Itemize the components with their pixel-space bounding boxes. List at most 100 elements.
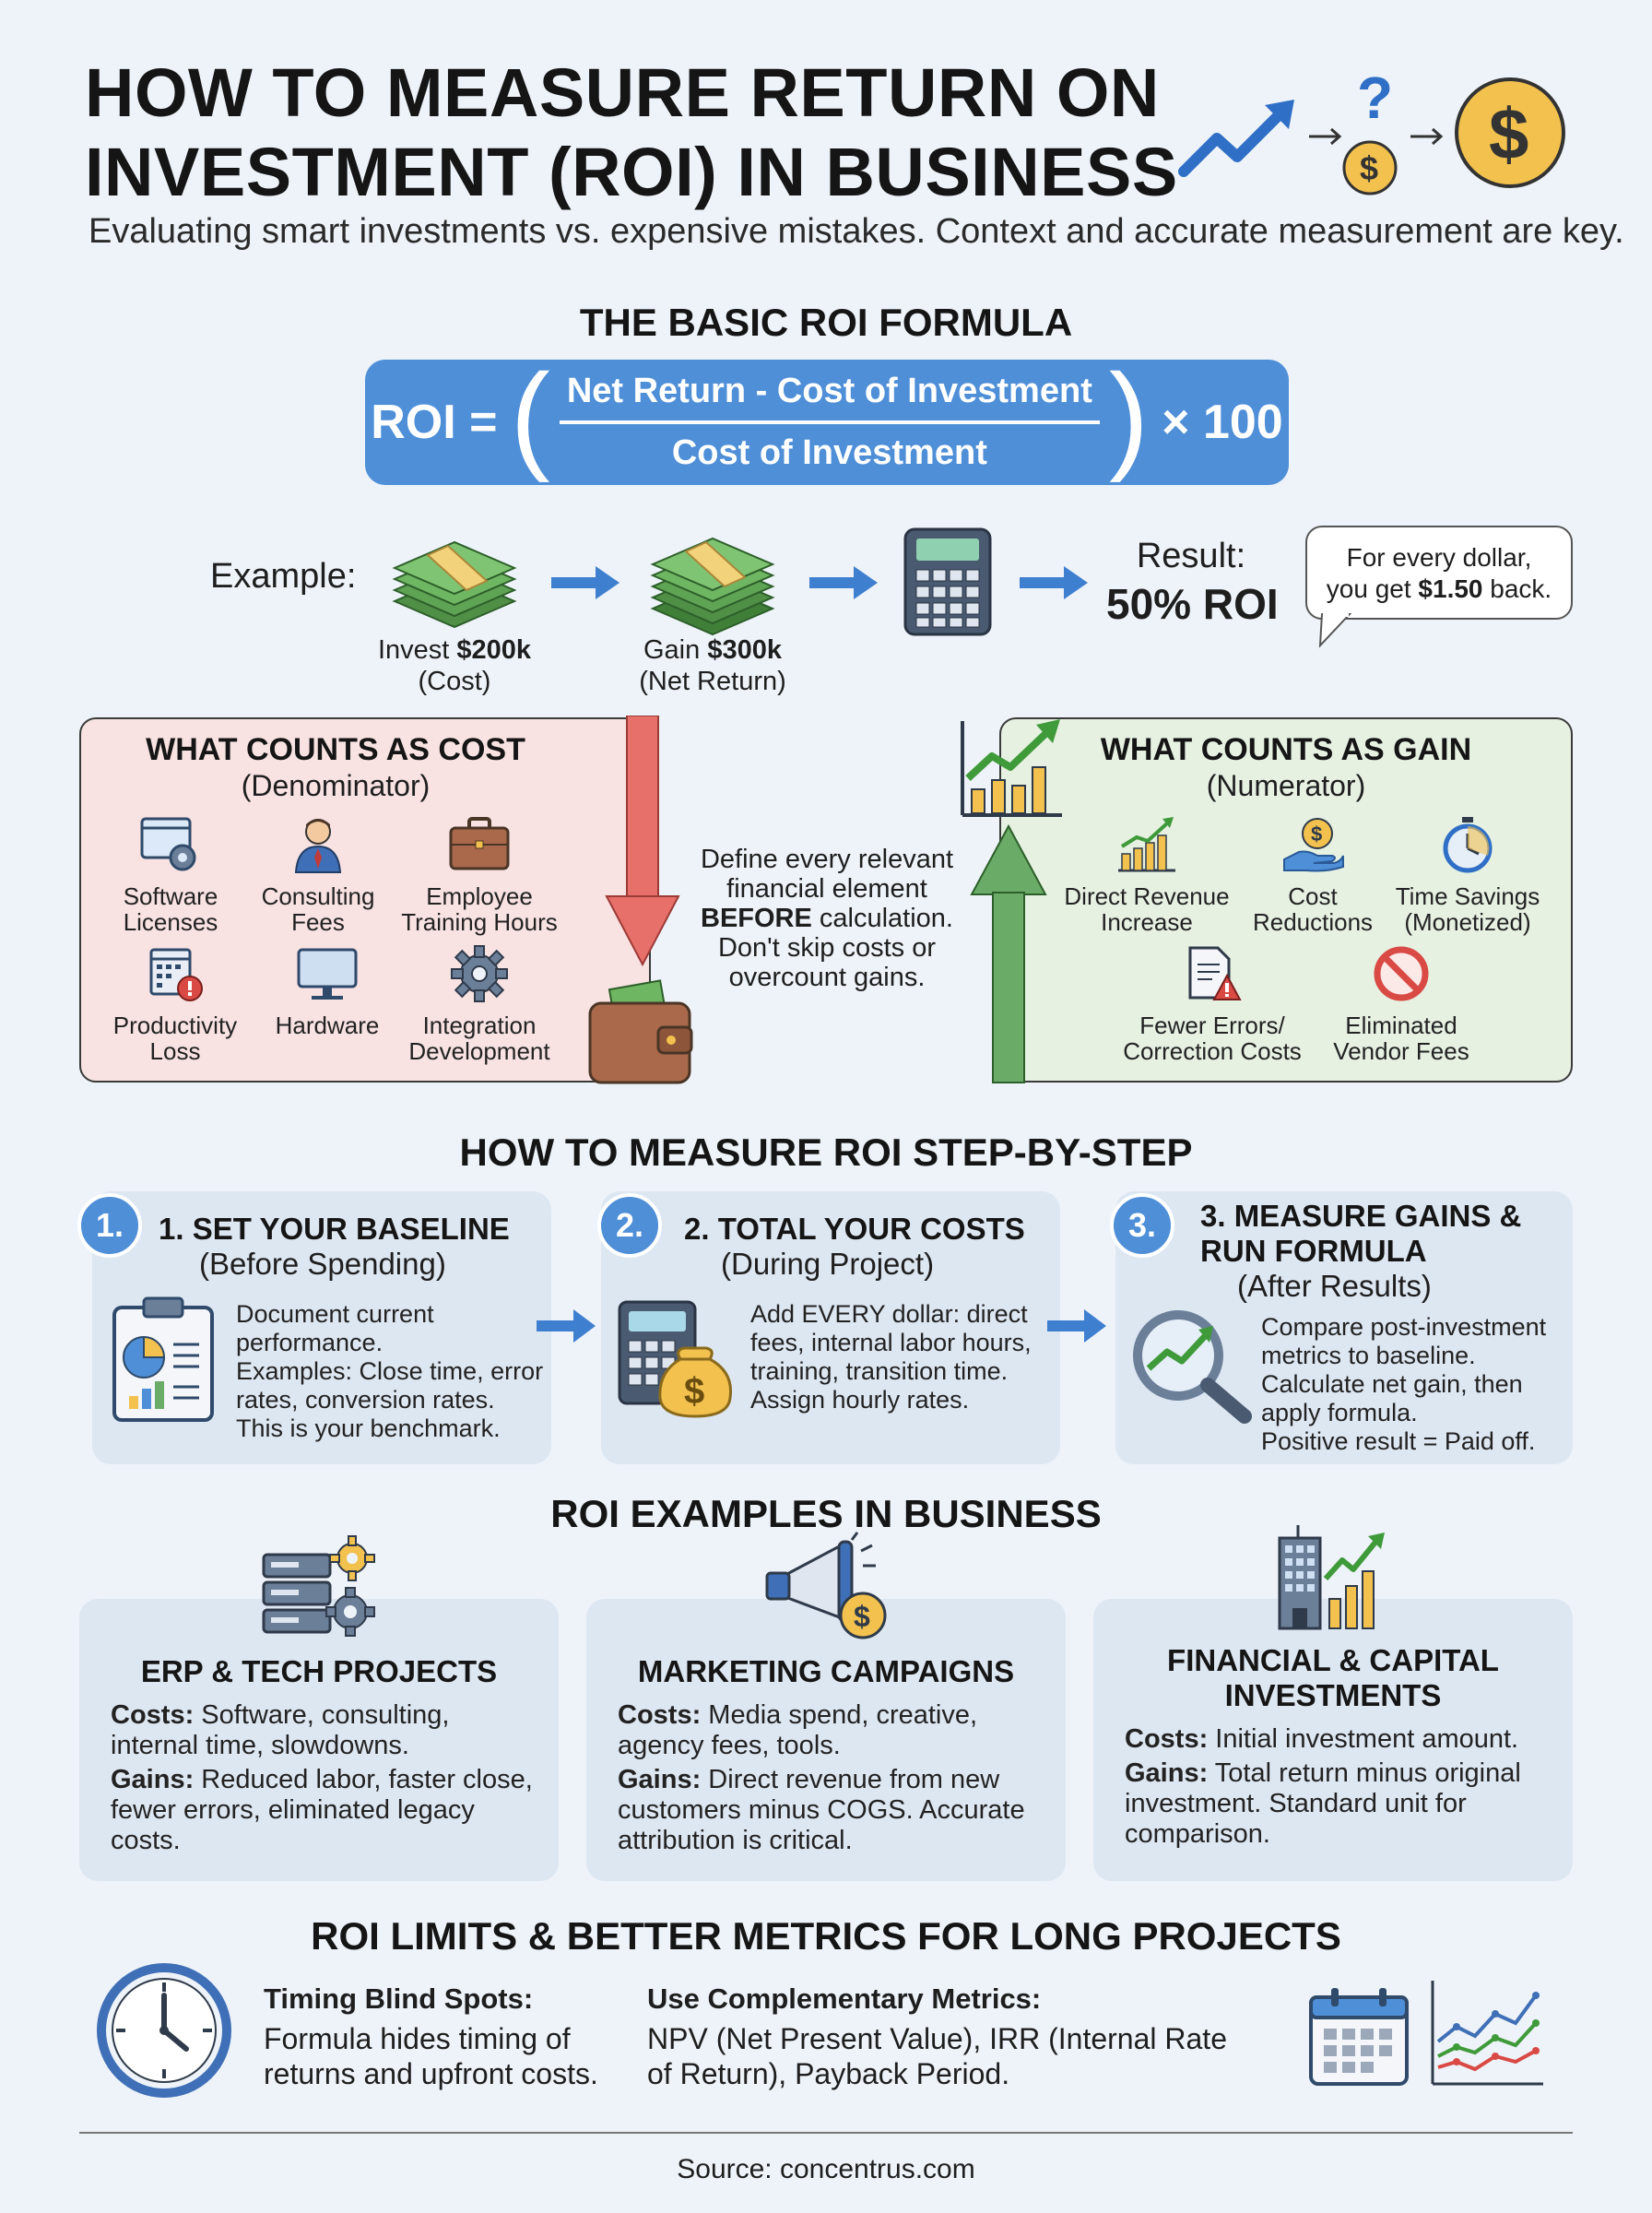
magnifier-trend-icon bbox=[1128, 1306, 1254, 1424]
costs-label: Costs: bbox=[111, 1700, 195, 1730]
gains-text: costs. bbox=[111, 1826, 181, 1855]
gains-text: investment. Standard unit for bbox=[1125, 1789, 1467, 1818]
costs-label: Costs: bbox=[1125, 1724, 1209, 1754]
gear-icon bbox=[451, 945, 508, 1002]
invest-caption: Invest $200k (Cost) bbox=[358, 634, 551, 697]
cost-item-training: Employee Training Hours bbox=[396, 815, 562, 935]
consultant-person-icon bbox=[294, 819, 342, 873]
gain-amount: $300k bbox=[707, 635, 782, 665]
megaphone-coin-icon: $ bbox=[761, 1531, 891, 1643]
small-arrow-icon bbox=[1309, 127, 1342, 146]
question-coin-icon: ? $ bbox=[1342, 72, 1398, 195]
step-line: training, transition time. bbox=[750, 1357, 1009, 1385]
cost-item-line2: Licenses bbox=[123, 908, 218, 936]
source-credit: Source: concentrus.com bbox=[677, 2154, 975, 2184]
invest-note: (Cost) bbox=[418, 667, 491, 696]
cost-item-software: Software Licenses bbox=[101, 815, 240, 935]
svg-text:$: $ bbox=[1360, 149, 1378, 187]
costs-text: Media spend, creative, bbox=[701, 1700, 978, 1730]
step-line: performance. bbox=[236, 1329, 384, 1356]
step-title-1: 1. SET YOUR BASELINE bbox=[159, 1212, 510, 1246]
small-arrow-icon bbox=[1410, 127, 1444, 146]
step-number-1: 1. bbox=[77, 1193, 142, 1258]
speech-bubble: For every dollar, you get $1.50 back. bbox=[1305, 526, 1573, 620]
svg-text:$: $ bbox=[1489, 93, 1528, 174]
calendar-icon bbox=[1307, 1984, 1410, 2088]
bubble-tail bbox=[1318, 612, 1355, 649]
calendar-warning-icon bbox=[149, 948, 203, 1001]
costs-text: Initial investment amount. bbox=[1208, 1724, 1519, 1754]
invest-prefix: Invest bbox=[377, 635, 457, 665]
center-note-line1: Define every relevant bbox=[700, 845, 954, 874]
building-chart-icon bbox=[1274, 1523, 1390, 1632]
limits-heading: ROI LIMITS & BETTER METRICS FOR LONG PRO… bbox=[311, 1914, 1341, 1958]
arrow-right-icon bbox=[1047, 1308, 1108, 1344]
revenue-chart-icon bbox=[1118, 817, 1175, 872]
document-warning-icon bbox=[1188, 946, 1242, 1000]
example-card-financial bbox=[1093, 1599, 1573, 1881]
arrow-right-icon bbox=[537, 1308, 597, 1344]
costs-text: internal time, slowdowns. bbox=[111, 1731, 409, 1760]
gain-panel bbox=[999, 717, 1573, 1083]
center-note-line4: Don't skip costs or bbox=[717, 933, 936, 963]
cost-item-productivity: Productivity Loss bbox=[101, 944, 249, 1064]
cost-item-line1: Integration bbox=[422, 1012, 537, 1039]
center-note-line2: financial element bbox=[726, 874, 927, 904]
cost-item-integration: Integration Development bbox=[396, 944, 562, 1064]
cost-subheading: (Denominator) bbox=[241, 769, 431, 802]
arrow-right-icon bbox=[809, 564, 879, 601]
cost-item-line2: Fees bbox=[291, 908, 345, 936]
step-line: metrics to baseline. bbox=[1261, 1342, 1476, 1369]
briefcase-icon bbox=[449, 817, 510, 870]
step-body-1: Document current performance. Examples: … bbox=[236, 1300, 543, 1443]
up-arrow-icon bbox=[970, 824, 1047, 1084]
dollar-coin-icon: $ bbox=[1455, 77, 1565, 188]
step-line: Positive result = Paid off. bbox=[1261, 1427, 1536, 1455]
example-card-erp bbox=[79, 1599, 559, 1881]
cash-pile-icon bbox=[643, 526, 782, 642]
step-sub-3: (After Results) bbox=[1237, 1269, 1432, 1303]
step-number-3: 3. bbox=[1110, 1193, 1174, 1258]
step-line: rates, conversion rates. bbox=[236, 1386, 495, 1414]
formula-heading: THE BASIC ROI FORMULA bbox=[579, 301, 1073, 344]
down-arrow-icon bbox=[605, 716, 680, 974]
example-title-erp: ERP & TECH PROJECTS bbox=[140, 1654, 498, 1688]
header-icons: ? $ $ bbox=[1173, 72, 1597, 210]
cost-item-line1: Consulting bbox=[261, 882, 375, 910]
server-gear-icon bbox=[260, 1534, 380, 1643]
example-body-financial: Costs: Initial investment amount. Gains:… bbox=[1125, 1724, 1558, 1850]
calculator-icon bbox=[902, 526, 994, 638]
gain-item-line2: Reductions bbox=[1252, 908, 1374, 936]
hand-coin-icon: $ bbox=[1283, 818, 1344, 872]
gains-text: Total return minus original bbox=[1208, 1758, 1521, 1788]
svg-text:$: $ bbox=[854, 1600, 870, 1633]
svg-text:$: $ bbox=[1311, 822, 1322, 846]
example-title-financial: FINANCIAL & CAPITAL INVESTMENTS bbox=[1093, 1643, 1573, 1713]
center-note-line5: overcount gains. bbox=[728, 963, 926, 992]
prohibited-icon bbox=[1374, 946, 1429, 1001]
clock-icon bbox=[96, 1962, 232, 2099]
step-number-2: 2. bbox=[597, 1193, 662, 1258]
cost-item-line1: Productivity bbox=[112, 1012, 238, 1039]
result-label: Result: bbox=[1136, 537, 1246, 575]
cost-item-line2: Training Hours bbox=[401, 908, 558, 936]
gain-item-line2: Correction Costs bbox=[1123, 1037, 1302, 1065]
formula-lhs: ROI = bbox=[371, 396, 498, 449]
gains-text: Direct revenue from new bbox=[701, 1765, 1000, 1794]
title-line-2: INVESTMENT (ROI) IN BUSINESS bbox=[85, 134, 1178, 210]
example-title-marketing: MARKETING CAMPAIGNS bbox=[637, 1654, 1015, 1688]
invest-amount: $200k bbox=[456, 635, 532, 665]
step-line: Assign hourly rates. bbox=[750, 1386, 970, 1414]
cash-stack-icon bbox=[385, 537, 524, 638]
step-line: Examples: Close time, error bbox=[236, 1357, 544, 1385]
gain-heading: WHAT COUNTS AS GAIN bbox=[1100, 732, 1472, 767]
gains-text: comparison. bbox=[1125, 1819, 1270, 1849]
costs-text: Software, consulting, bbox=[194, 1700, 450, 1730]
gain-item-cost-reduction: $ Cost Reductions bbox=[1239, 815, 1386, 935]
example-title-financial-line1: FINANCIAL & CAPITAL bbox=[1167, 1643, 1499, 1677]
costs-label: Costs: bbox=[618, 1700, 702, 1730]
gain-item-time-savings: Time Savings (Monetized) bbox=[1388, 815, 1547, 935]
examples-heading: ROI EXAMPLES IN BUSINESS bbox=[550, 1492, 1102, 1535]
gain-item-vendor-fees: Eliminated Vendor Fees bbox=[1318, 944, 1484, 1064]
calculator-moneybag-icon: $ bbox=[616, 1298, 745, 1420]
